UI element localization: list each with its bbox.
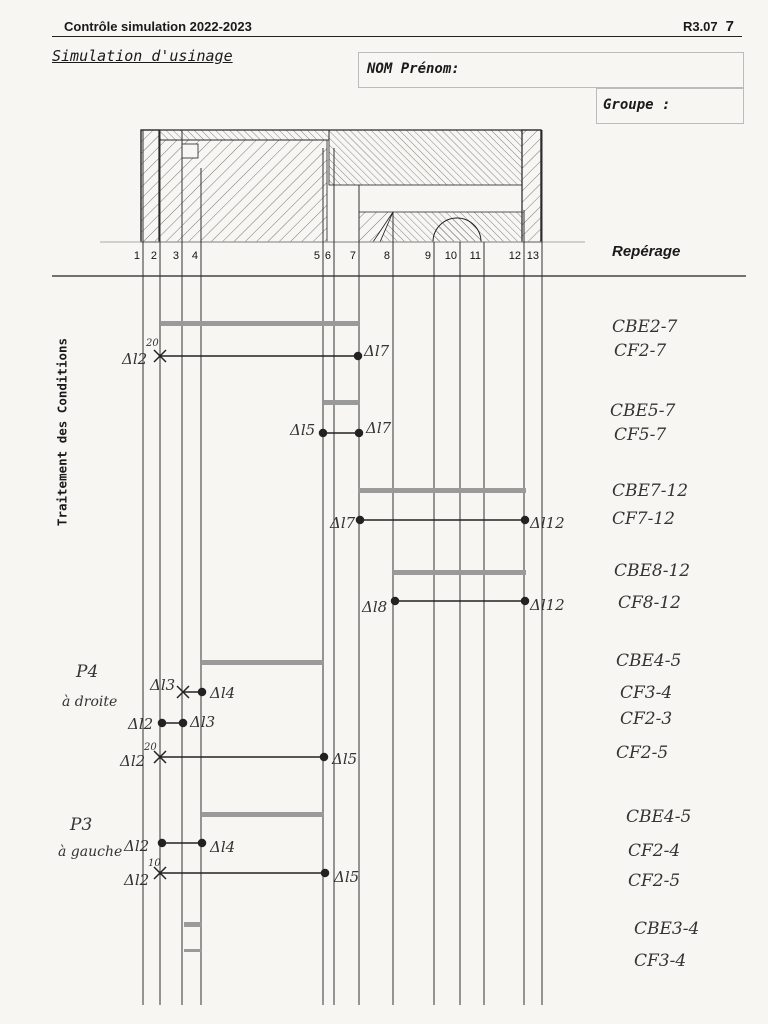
cbe-label: CBE8-12	[614, 561, 690, 581]
surface-number: 6	[325, 250, 331, 262]
phase-side: à gauche	[58, 844, 122, 860]
cf-label: CF2-5	[616, 743, 668, 763]
surface-number: 12	[509, 250, 521, 262]
surface-number: 7	[350, 250, 356, 262]
cf-label: CF2-5	[628, 871, 680, 891]
dim-label: Δl12	[529, 514, 565, 532]
cbe-label: CBE4-5	[616, 651, 681, 671]
cbe-bars	[161, 321, 526, 952]
dim-label: Δl7	[365, 419, 392, 437]
cbe-label: CBE4-5	[626, 807, 691, 827]
dim-label-sup: 20	[145, 338, 159, 349]
cbe-label: CBE7-12	[612, 481, 688, 501]
cbe-bar	[202, 660, 324, 665]
part-section	[100, 129, 585, 243]
cbe-bar	[324, 400, 360, 405]
dim-label: Δl7	[329, 514, 356, 532]
dim-label: Δl3	[189, 713, 215, 731]
phase-side: à droite	[62, 694, 117, 710]
dim-label: Δl5	[331, 750, 357, 768]
dim-label: Δl4	[209, 684, 235, 702]
cbe-bar	[393, 570, 526, 575]
header-title: Contrôle simulation 2022-2023	[64, 19, 252, 34]
dim-label: Δl2	[123, 871, 149, 889]
course-code: R3.07	[682, 19, 718, 34]
cbe-label: CBE5-7	[610, 401, 675, 421]
phase-label: P3	[69, 815, 92, 835]
header-course: R3.07 7	[683, 18, 734, 35]
dim-label: Δl7	[363, 342, 390, 360]
dimension-labels: Δl2 20 Δl7 Δl5 Δl7 Δl7 Δl12 Δl8 Δl12 Δl3…	[119, 338, 565, 889]
cf-label: CF2-3	[620, 709, 672, 729]
cf-label: CF3-4	[620, 683, 672, 703]
surface-number: 13	[527, 250, 539, 262]
cf-label: CF5-7	[614, 425, 666, 445]
cbe-bar	[161, 321, 359, 326]
condition-labels: CBE2-7 CF2-7 CBE5-7 CF5-7 CBE7-12 CF7-12…	[610, 317, 699, 971]
cbe-bar	[358, 488, 526, 493]
surface-number: 5	[314, 250, 320, 262]
surface-lines	[142, 130, 543, 1005]
name-field[interactable]: NOM Prénom:	[358, 52, 744, 88]
cbe-bar	[184, 922, 202, 927]
dim-label: Δl2	[119, 752, 145, 770]
surface-number: 2	[151, 250, 157, 262]
cf-label: CF7-12	[612, 509, 675, 529]
dim-label-sup: 10	[148, 858, 161, 869]
dim-label-sup: 20	[143, 742, 157, 753]
page-subtitle: Simulation d'usinage	[52, 47, 233, 65]
cbe-label: CBE3-4	[634, 919, 699, 939]
reperage-label: Repérage	[612, 243, 681, 260]
dim-label: Δl12	[529, 596, 565, 614]
surface-number: 10	[445, 250, 457, 262]
cbe-label: CBE2-7	[612, 317, 677, 337]
cbe-bar	[184, 949, 202, 952]
group-field[interactable]: Groupe :	[596, 88, 744, 124]
header-rule	[52, 36, 742, 37]
surface-number: 4	[192, 250, 198, 262]
dim-label: Δl2	[121, 350, 147, 368]
dim-label: Δl4	[209, 838, 235, 856]
phase-label: P4	[75, 662, 98, 682]
surface-number: 3	[173, 250, 179, 262]
dim-label: Δl5	[289, 421, 315, 439]
name-label: NOM Prénom:	[367, 61, 460, 77]
dim-label: Δl2	[123, 837, 149, 855]
dim-label: Δl8	[361, 598, 387, 616]
cf-label: CF8-12	[618, 593, 681, 613]
surface-number: 11	[470, 250, 481, 262]
dim-label: Δl2	[127, 715, 153, 733]
surface-number: 9	[425, 250, 431, 262]
surface-number: 8	[384, 250, 390, 262]
cbe-bar	[202, 812, 324, 817]
group-label: Groupe :	[603, 97, 671, 113]
cf-label: CF3-4	[634, 951, 686, 971]
dim-label: Δl3	[149, 676, 175, 694]
cf-label: CF2-4	[628, 841, 680, 861]
cf-lines	[153, 349, 530, 880]
page-number: 7	[725, 18, 734, 35]
dim-label: Δl5	[333, 868, 359, 886]
phase-notes: P4 à droite P3 à gauche	[58, 662, 122, 860]
cf-label: CF2-7	[614, 341, 666, 361]
surface-number: 1	[134, 250, 140, 262]
